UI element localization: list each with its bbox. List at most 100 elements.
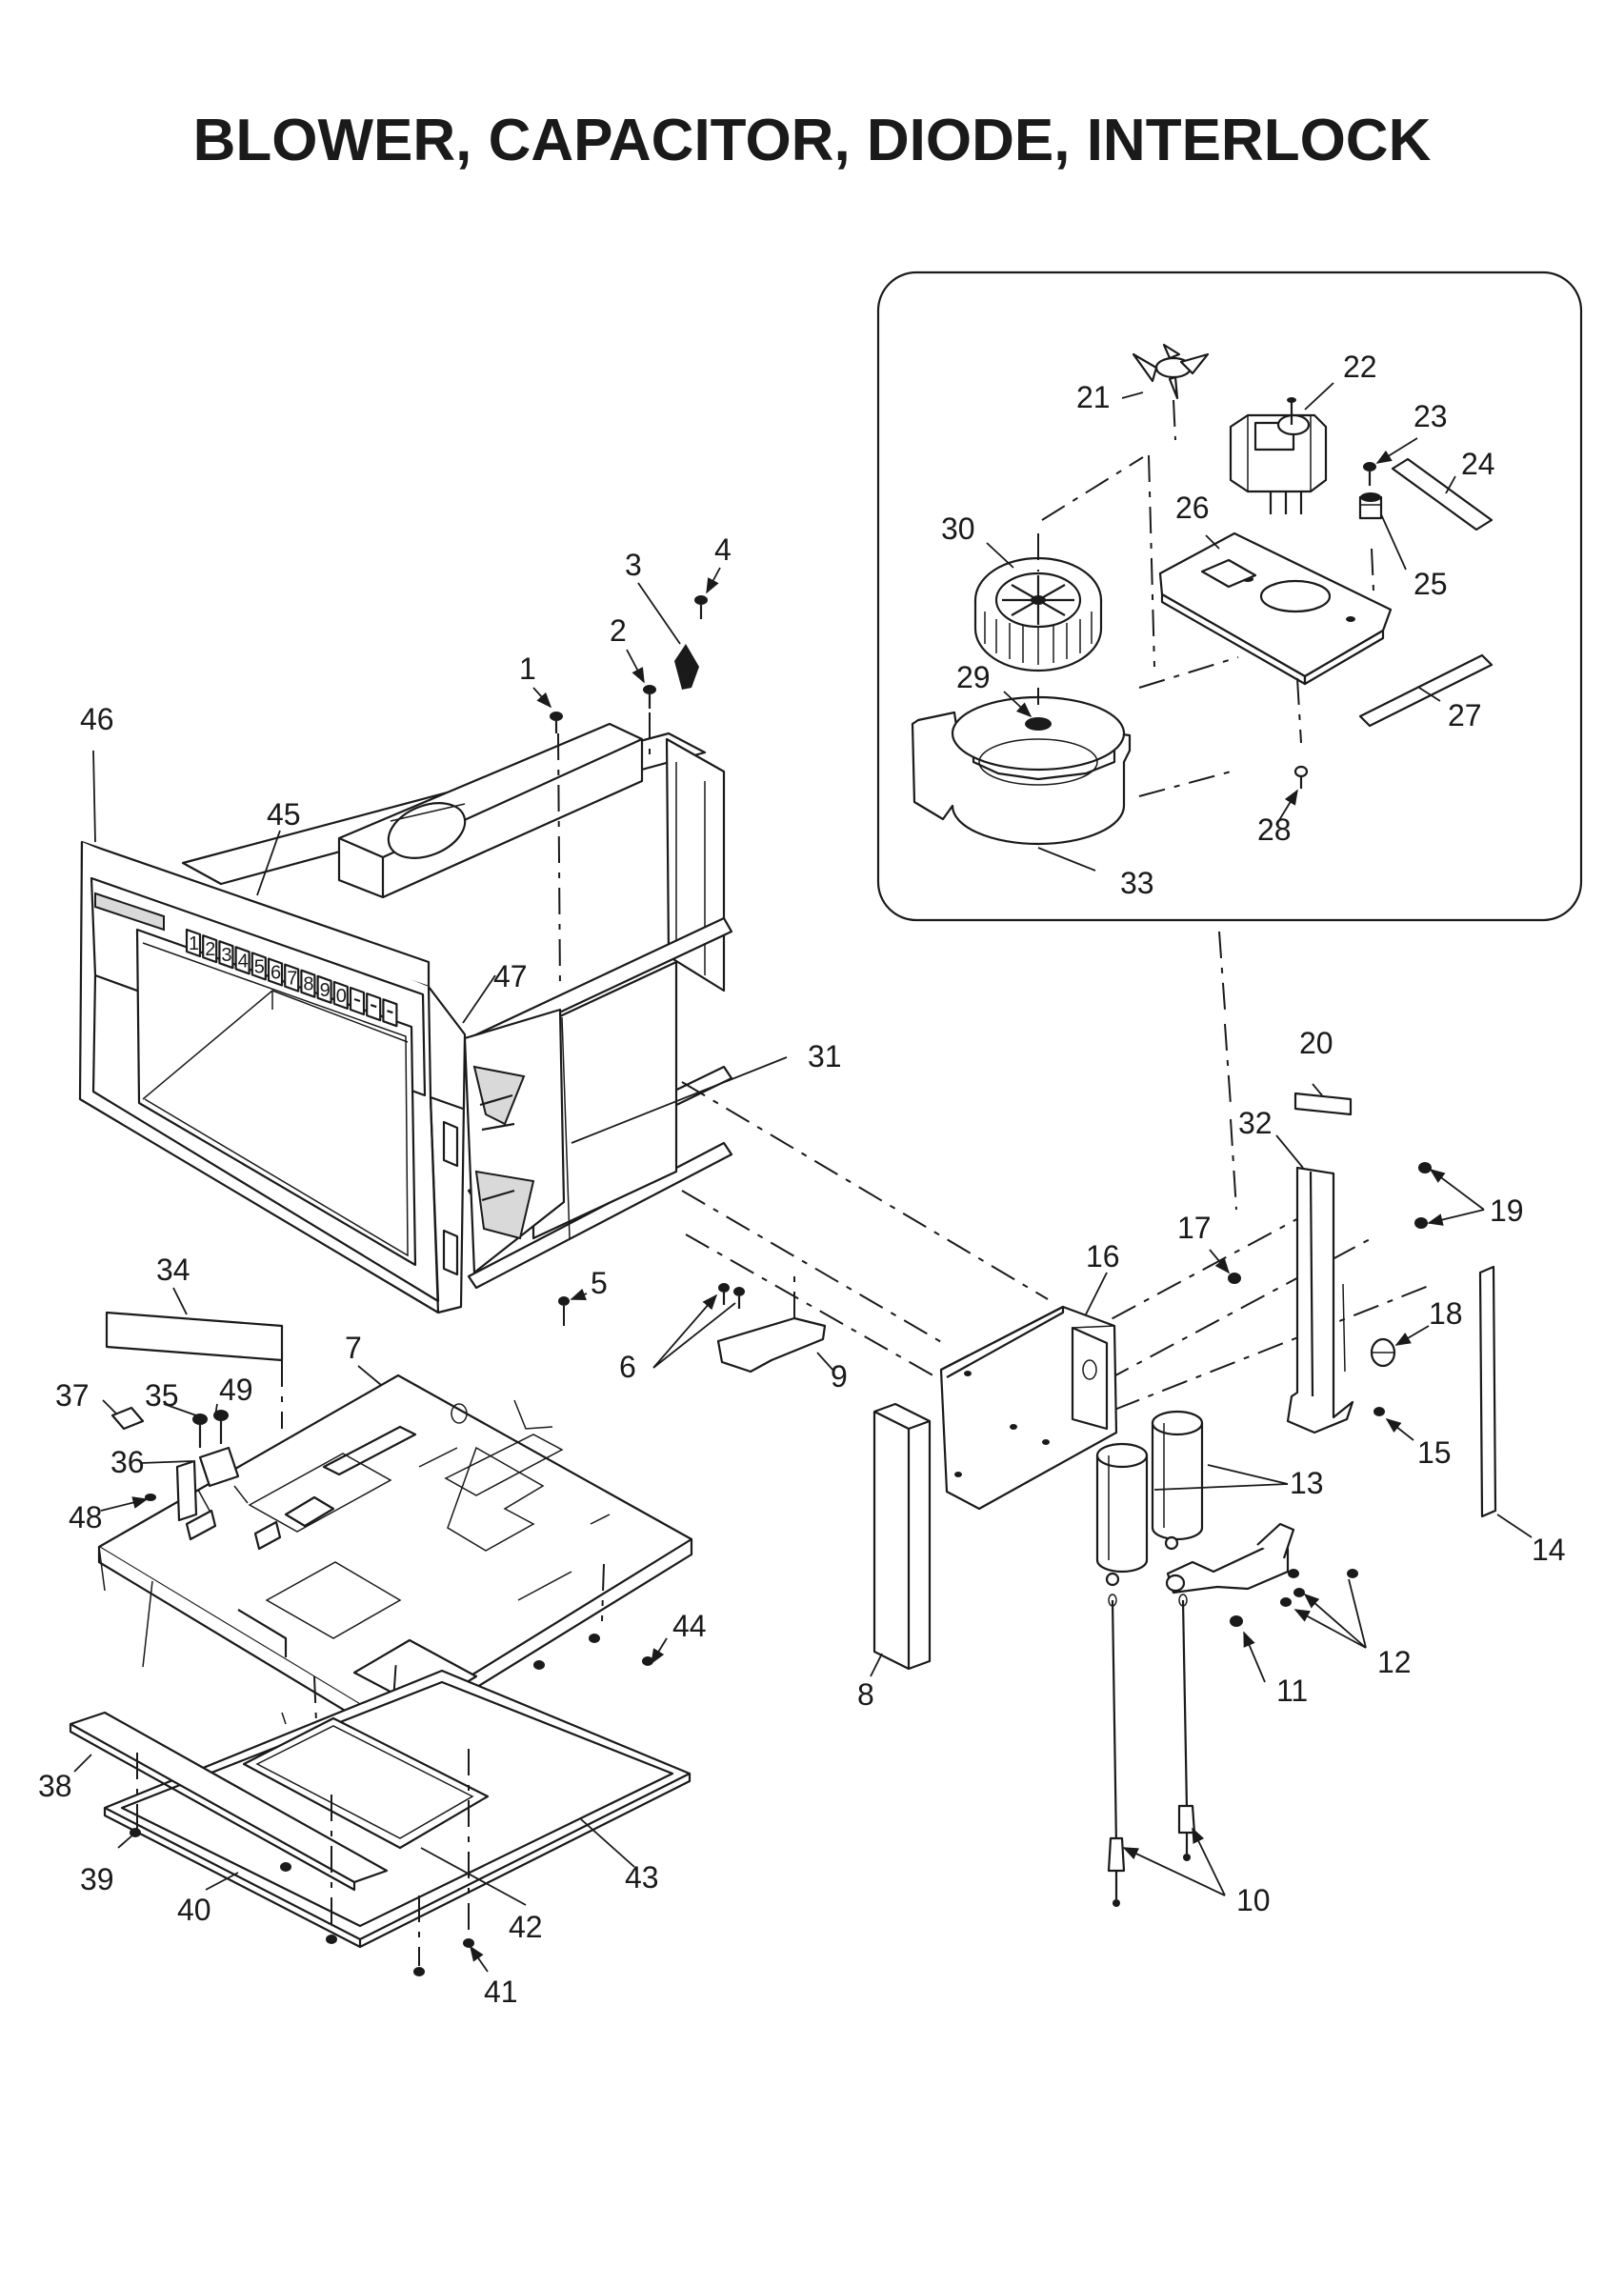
inner-plate-42 xyxy=(242,1716,490,1850)
strip-14 xyxy=(1478,1265,1497,1518)
oven-cabinet xyxy=(78,722,733,1314)
callout-39: 39 xyxy=(80,1862,114,1896)
blower-housing-part xyxy=(911,688,1132,846)
callout-16: 16 xyxy=(1086,1239,1120,1273)
callout-7: 7 xyxy=(345,1331,362,1365)
inset-connector-line xyxy=(1218,931,1237,1211)
callout-labels: 1 2 3 4 5 6 7 8 9 10 11 12 13 14 15 16 1… xyxy=(38,350,1566,2009)
callout-34: 34 xyxy=(156,1253,190,1287)
keypad-button xyxy=(316,974,332,1004)
callout-38: 38 xyxy=(38,1769,72,1803)
callout-49: 49 xyxy=(219,1373,253,1407)
callout-20: 20 xyxy=(1299,1026,1333,1060)
blower-wheel-part xyxy=(973,533,1103,672)
callout-9: 9 xyxy=(831,1359,848,1394)
callout-30: 30 xyxy=(941,511,975,546)
capacitor-bracket-panel xyxy=(939,1305,1118,1511)
screws-6 xyxy=(718,1283,745,1309)
keypad-button xyxy=(267,957,284,987)
keypad-button xyxy=(185,928,202,958)
callout-43: 43 xyxy=(625,1860,659,1895)
blower-assembly-inset xyxy=(876,271,1583,1211)
keypad-label: 3 xyxy=(221,945,231,966)
callout-5: 5 xyxy=(591,1266,608,1300)
callout-1: 1 xyxy=(519,652,536,686)
panel-34 xyxy=(105,1311,284,1362)
callout-14: 14 xyxy=(1532,1533,1566,1567)
callout-23: 23 xyxy=(1413,399,1448,433)
keypad-function-mark xyxy=(370,1004,377,1009)
keypad-function-mark xyxy=(353,997,361,1003)
callout-4: 4 xyxy=(714,532,732,567)
callout-41: 41 xyxy=(484,1975,518,2009)
keypad-label: 9 xyxy=(320,980,331,1001)
keypad-button xyxy=(284,963,300,993)
callout-13: 13 xyxy=(1290,1466,1324,1500)
fan-blade-part xyxy=(1132,343,1210,441)
blower-motor-part xyxy=(1229,397,1328,514)
keypad-label: 0 xyxy=(336,986,347,1007)
diodes xyxy=(1107,1594,1196,1907)
interlock-small-parts xyxy=(110,1406,240,1522)
callout-33: 33 xyxy=(1120,866,1154,900)
keypad-label: 1 xyxy=(189,933,199,954)
callout-28: 28 xyxy=(1257,812,1292,847)
callout-29: 29 xyxy=(956,660,991,694)
callout-35: 35 xyxy=(145,1378,179,1413)
callout-12: 12 xyxy=(1377,1645,1412,1679)
screw-28-part xyxy=(1293,677,1309,789)
keypad-label: 4 xyxy=(238,951,249,972)
screw-23-part xyxy=(1363,462,1376,486)
callout-42: 42 xyxy=(509,1910,543,1944)
callout-47: 47 xyxy=(493,959,528,993)
keypad-label: 5 xyxy=(254,956,265,977)
bracket-32 xyxy=(1286,1166,1354,1434)
screw-5 xyxy=(558,1296,570,1326)
callout-45: 45 xyxy=(267,797,301,832)
callout-22: 22 xyxy=(1343,350,1377,384)
callout-10: 10 xyxy=(1236,1883,1271,1917)
keypad-button xyxy=(218,940,234,970)
screws-19 xyxy=(1414,1162,1432,1229)
leader-lines xyxy=(73,382,1533,1973)
callout-11: 11 xyxy=(1276,1674,1308,1708)
callout-48: 48 xyxy=(69,1500,103,1534)
capacitor-bracket-3 xyxy=(674,644,699,690)
callout-24: 24 xyxy=(1461,447,1495,481)
keypad-button xyxy=(332,980,349,1010)
keypad-function-mark xyxy=(387,1010,393,1014)
callout-8: 8 xyxy=(857,1677,874,1712)
callout-18: 18 xyxy=(1429,1296,1463,1331)
callout-31: 31 xyxy=(808,1039,842,1073)
diagram-title: BLOWER, CAPACITOR, DIODE, INTERLOCK xyxy=(192,108,1432,173)
screw-15 xyxy=(1373,1407,1385,1416)
keypad-button xyxy=(300,969,316,998)
part-20 xyxy=(1293,1092,1353,1116)
callout-17: 17 xyxy=(1177,1211,1212,1245)
callout-44: 44 xyxy=(672,1609,707,1643)
motor-mount-plate xyxy=(1158,531,1393,686)
keypad-button xyxy=(251,952,267,981)
capacitors xyxy=(1095,1410,1204,1587)
callout-2: 2 xyxy=(610,613,627,648)
block-8 xyxy=(872,1402,932,1671)
callout-6: 6 xyxy=(619,1350,636,1384)
seal-strip-24 xyxy=(1391,457,1494,531)
diode-bracket xyxy=(1165,1522,1358,1607)
callout-21: 21 xyxy=(1076,380,1111,414)
thermostat-18 xyxy=(1370,1337,1396,1368)
callout-46: 46 xyxy=(80,702,114,736)
callout-36: 36 xyxy=(110,1445,145,1479)
callout-3: 3 xyxy=(625,548,642,582)
bottom-screws xyxy=(130,1634,653,1976)
keypad-button xyxy=(202,934,218,964)
callout-32: 32 xyxy=(1238,1106,1273,1140)
callout-37: 37 xyxy=(55,1378,90,1413)
keypad-label: 7 xyxy=(287,969,297,990)
seal-strip-27 xyxy=(1358,653,1494,728)
keypad-label: 2 xyxy=(205,939,215,960)
callout-25: 25 xyxy=(1413,567,1448,601)
callout-27: 27 xyxy=(1448,698,1482,732)
keypad-label: 6 xyxy=(271,963,281,984)
